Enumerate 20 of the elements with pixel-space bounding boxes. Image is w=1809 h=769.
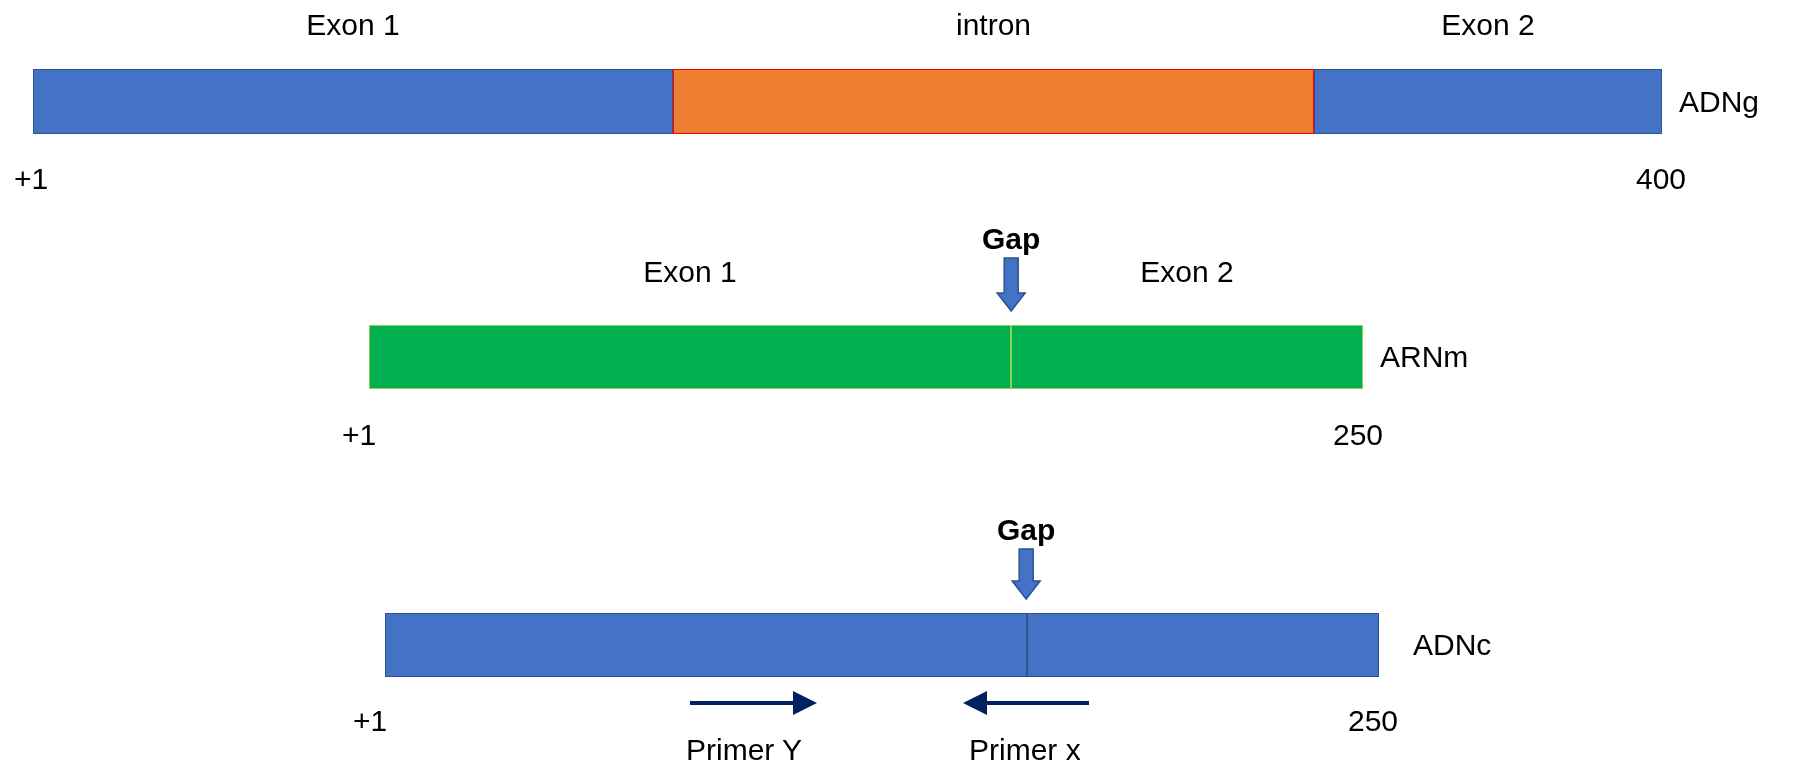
segment-label: Exon 1 [642, 255, 738, 289]
position-number: +1 [14, 162, 49, 196]
block-arrow [1010, 548, 1042, 601]
primer-label: Primer x [969, 733, 1081, 767]
gap-label: Gap [997, 513, 1056, 547]
position-number: 250 [1333, 418, 1384, 452]
track-label: ADNc [1413, 628, 1492, 662]
position-number: 400 [1636, 162, 1687, 196]
segment-label: Exon 1 [305, 8, 401, 42]
position-number: 250 [1348, 704, 1399, 738]
segment-label: intron [954, 8, 1032, 42]
segment-label: Exon 2 [1139, 255, 1235, 289]
block-arrow [995, 257, 1027, 313]
segment-label: Exon 2 [1440, 8, 1536, 42]
position-number: +1 [342, 418, 377, 452]
primer-label: Primer Y [686, 733, 803, 767]
gap-label: Gap [982, 222, 1041, 256]
track-label: ADNg [1679, 84, 1760, 119]
track-label: ARNm [1380, 340, 1469, 374]
position-number: +1 [353, 704, 388, 738]
